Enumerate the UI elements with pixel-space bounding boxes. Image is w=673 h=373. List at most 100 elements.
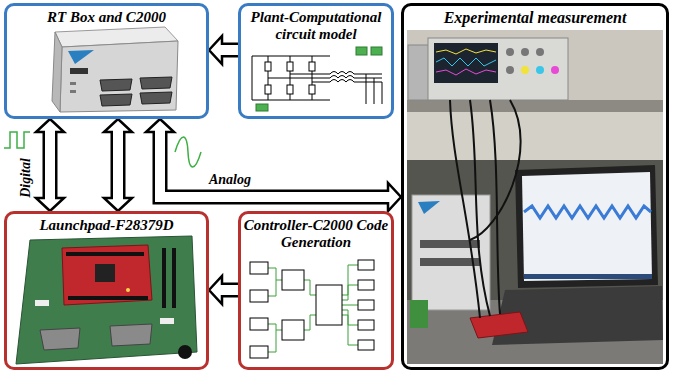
circuit-schematic-part — [265, 85, 271, 94]
controller-model-part-part — [250, 290, 268, 302]
lab-photo-part-part — [470, 100, 490, 316]
launchpad-board-part — [68, 296, 148, 300]
launchpad-board-part — [95, 264, 115, 282]
lab-photo-part — [524, 206, 651, 218]
rt-box-device-part — [100, 79, 132, 91]
panel-heading: RT Box and C2000 — [7, 6, 206, 26]
panel-box: Launchpad-F28379D — [4, 211, 209, 370]
lab-photo-part-part — [490, 100, 500, 314]
lab-photo-part — [436, 69, 496, 75]
signal-label: Digital — [19, 158, 33, 198]
controller-model-part — [250, 260, 374, 358]
circuit-schematic — [252, 47, 382, 111]
rt-box-device-part — [70, 82, 76, 85]
controller-model-part-part — [358, 260, 374, 270]
controller-model-part — [268, 265, 358, 352]
launchpad-board-part — [178, 345, 192, 359]
block-arrow — [104, 119, 132, 211]
lab-photo-part — [436, 49, 496, 54]
launchpad-board-part — [40, 328, 80, 350]
controller-model-part-part — [250, 346, 268, 358]
rt-box-device-part — [100, 94, 132, 106]
arrow-shaft-fill — [45, 129, 55, 201]
controller-model-part-part — [250, 262, 268, 274]
lab-photo-part — [521, 48, 529, 56]
panel-box: Experimental measurement — [401, 3, 669, 370]
controller-model-part-part — [250, 318, 268, 330]
controller-model-part-part — [282, 270, 304, 290]
panel-box: Controller-C2000 Code Generation — [238, 211, 394, 370]
rt-box-device-part — [70, 90, 76, 93]
panel-heading: Plant-Computational circuit model — [241, 6, 391, 42]
block-arrow — [36, 119, 64, 211]
panel-heading: Experimental measurement — [404, 6, 666, 27]
panel-box: RT Box and C2000 — [4, 3, 209, 119]
circuit-schematic-part — [366, 74, 382, 104]
lab-photo-part — [407, 30, 663, 364]
circuit-schematic-part — [287, 62, 293, 71]
lab-photo — [407, 30, 663, 364]
controller-model-part-part — [358, 340, 374, 350]
lab-photo-part — [408, 45, 430, 100]
rt-box-device — [52, 27, 178, 112]
rt-box-device-part — [68, 50, 94, 64]
controller-model-part-part — [358, 280, 374, 290]
circuit-schematic-part — [268, 74, 330, 82]
circuit-schematic-part — [330, 72, 382, 75]
controller-model-part-part — [282, 320, 304, 340]
lab-photo-part-part — [470, 100, 521, 240]
lab-photo-part — [506, 48, 514, 56]
lab-photo-part — [450, 100, 521, 318]
lab-photo-part — [436, 58, 496, 66]
arrow-shaft-fill — [160, 129, 391, 197]
arrow-shaft-fill — [113, 129, 123, 201]
circuit-schematic-part — [287, 85, 293, 94]
controller-model-part-part — [304, 280, 316, 330]
block-arrow — [209, 276, 238, 304]
lab-photo-part — [536, 66, 544, 74]
block-arrow — [146, 119, 401, 211]
lab-photo-part — [420, 258, 480, 266]
launchpad-board-part — [66, 252, 144, 256]
panel-box: Plant-Computational circuit model — [238, 3, 394, 119]
signal-label: Analog — [209, 173, 251, 187]
lab-photo-part — [521, 66, 529, 74]
rt-box-device-part — [70, 68, 88, 74]
circuit-schematic-part — [330, 76, 382, 79]
controller-model-part-part — [358, 300, 374, 310]
rt-box-device-part — [140, 77, 172, 89]
circuit-schematic-part — [309, 62, 315, 71]
panel-heading: Launchpad-F28379D — [7, 214, 206, 234]
lab-photo-part — [428, 38, 568, 100]
lab-photo-part — [524, 274, 652, 279]
launchpad-board-part — [110, 324, 152, 346]
lab-photo-part — [551, 66, 559, 74]
rt-box-device-part — [60, 41, 178, 112]
circuit-schematic-part — [256, 104, 268, 111]
lab-photo-part — [470, 312, 528, 338]
circuit-schematic-part — [309, 85, 315, 94]
lab-photo-part — [515, 165, 658, 288]
launchpad-board-part — [62, 245, 152, 305]
controller-model-part-part — [316, 285, 342, 325]
controller-model-part-part — [358, 320, 374, 330]
launchpad-board-part — [126, 288, 130, 292]
controller-model-part-part — [268, 268, 282, 352]
square-wave-symbol — [4, 132, 30, 148]
controller-model-part-part — [342, 265, 358, 345]
lab-photo-part — [410, 300, 428, 328]
sine-wave-symbol — [175, 137, 201, 167]
lab-photo-part — [407, 112, 663, 160]
launchpad-board-part — [162, 248, 166, 308]
lab-photo-part — [434, 43, 498, 83]
rt-box-device-part — [140, 92, 172, 104]
circuit-schematic-part — [356, 47, 367, 55]
lab-photo-part — [536, 48, 544, 56]
block-arrow — [209, 36, 238, 64]
launchpad-board — [16, 236, 197, 364]
arrow-shaft-fill — [219, 45, 238, 55]
circuit-schematic-part — [371, 47, 382, 55]
